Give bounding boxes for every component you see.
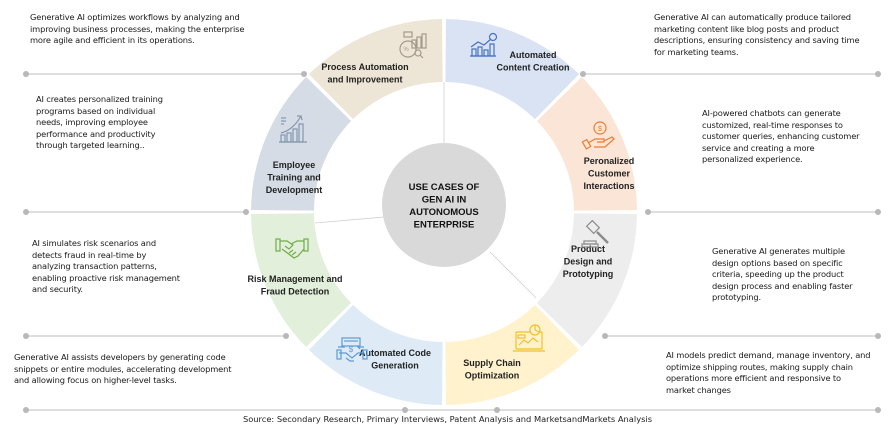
connector-dot (602, 333, 608, 339)
connector-dot (580, 71, 586, 77)
segment-automated-content-creation (445, 19, 580, 120)
segment-product-design-prototyping (536, 213, 637, 348)
segment-icons: $ $% (275, 31, 615, 362)
connector-dots (23, 71, 881, 413)
description-employee-training: AI creates personalized training program… (36, 94, 163, 151)
connector-dot (283, 333, 289, 339)
connector-dot (402, 407, 408, 413)
connector-dot (243, 209, 249, 215)
analytics-magnifier-icon: % (399, 31, 427, 59)
description-automated-code: Generative AI assists developers by gene… (14, 352, 232, 386)
hand-coin-icon: $ (581, 121, 615, 150)
description-automated-content: Generative AI can automatically produce … (654, 12, 860, 57)
connector-dot (23, 407, 29, 413)
segment-automated-code-generation (308, 304, 443, 405)
connector-dot (23, 333, 29, 339)
center-title-line: USE CASES OF (409, 182, 480, 193)
connector-dot (875, 333, 881, 339)
segment-employee-training-development (251, 76, 352, 211)
connector-dot (23, 71, 29, 77)
connector-lines (26, 73, 878, 411)
description-risk-management: AI simulates risk scenarios and detects … (32, 238, 180, 295)
laptop-analytics-icon (513, 324, 545, 352)
spoke-line (489, 251, 537, 299)
svg-text:%: % (403, 47, 409, 53)
connector-dot (875, 407, 881, 413)
description-process-automation: Generative AI optimizes workflows by ana… (30, 12, 245, 46)
center-hub (382, 143, 506, 267)
segment-personalized-customer-interactions (536, 76, 637, 211)
center-title-line: ENTERPRISE (414, 220, 475, 231)
growth-bar-chart-icon (279, 115, 307, 143)
growth-chart-dollar-icon (470, 32, 498, 57)
connector-dot (645, 209, 651, 215)
gavel-icon (581, 219, 609, 248)
inner-spokes (314, 82, 537, 299)
description-personalized-customer: AI-powered chatbots can generate customi… (702, 108, 860, 165)
source-note: Source: Secondary Research, Primary Inte… (242, 414, 653, 424)
code-handshake-icon: $ (336, 337, 368, 362)
segment-process-automation-improvement (308, 19, 443, 120)
svg-text:$: $ (598, 126, 602, 133)
center-title-line: AUTONOMOUS (409, 207, 479, 218)
handshake-icon (275, 238, 309, 259)
spoke-line (314, 216, 385, 224)
connector-dot (301, 71, 307, 77)
segment-supply-chain-optimization (445, 304, 580, 405)
center-title-line: GEN AI IN (422, 195, 467, 206)
svg-text:$: $ (349, 345, 354, 354)
connector-dot (494, 407, 500, 413)
connector-dot (23, 209, 29, 215)
connector-dot (875, 209, 881, 215)
connector-dot (875, 71, 881, 77)
description-supply-chain: AI models predict demand, manage invento… (666, 350, 871, 395)
description-product-design: Generative AI generates multiple design … (712, 246, 853, 303)
